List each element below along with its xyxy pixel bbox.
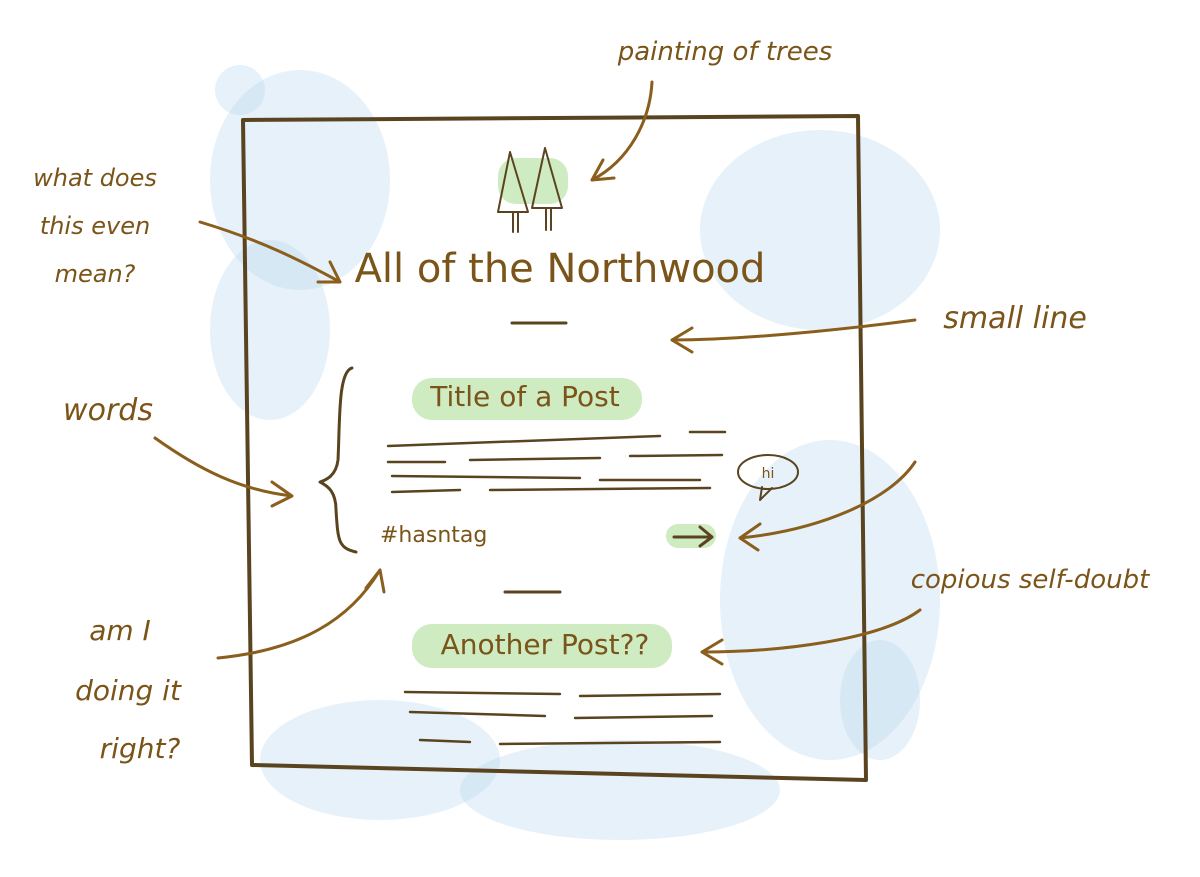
annotation-what-does-line2: this even (40, 212, 150, 240)
tree-painting-icon (497, 147, 568, 233)
arrow-to-site-title (198, 220, 342, 284)
arrow-to-next-link (738, 460, 917, 552)
post-title-highlight (412, 378, 642, 420)
annotation-words: words (63, 393, 153, 428)
speech-bubble-text: hi (762, 466, 775, 482)
arrow-to-small-line (670, 318, 917, 354)
words-brace (318, 366, 358, 554)
annotation-self-doubt: copious self-doubt (911, 565, 1150, 595)
arrow-to-post-2-title (700, 608, 922, 666)
arrow-to-hashtag (216, 568, 386, 660)
post-2-title: Another Post?? (441, 628, 650, 661)
annotation-am-i-line2: doing it (75, 674, 182, 707)
annotation-what-does-line1: what does (33, 164, 157, 192)
page-frame (241, 114, 868, 782)
post-2-title-highlight (412, 624, 672, 668)
speech-bubble: hi (737, 454, 799, 501)
annotation-small-line: small line (943, 301, 1087, 336)
post-1-text-lines (386, 430, 727, 494)
arrow-to-trees (590, 80, 654, 182)
annotation-am-i-line3: right? (100, 732, 181, 765)
next-arrow-icon[interactable] (672, 525, 714, 548)
arrow-to-brace (153, 436, 294, 508)
annotation-what-does-line3: mean? (55, 260, 136, 288)
site-title: All of the Northwood (355, 246, 766, 292)
watercolor-background (210, 65, 940, 840)
post-2-text-lines (403, 690, 722, 746)
annotation-painting-of-trees: painting of trees (617, 37, 833, 67)
post-1-title: Title of a Post (429, 380, 619, 413)
hashtag[interactable]: #hasntag (380, 523, 487, 548)
annotation-am-i-line1: am I (89, 614, 151, 647)
